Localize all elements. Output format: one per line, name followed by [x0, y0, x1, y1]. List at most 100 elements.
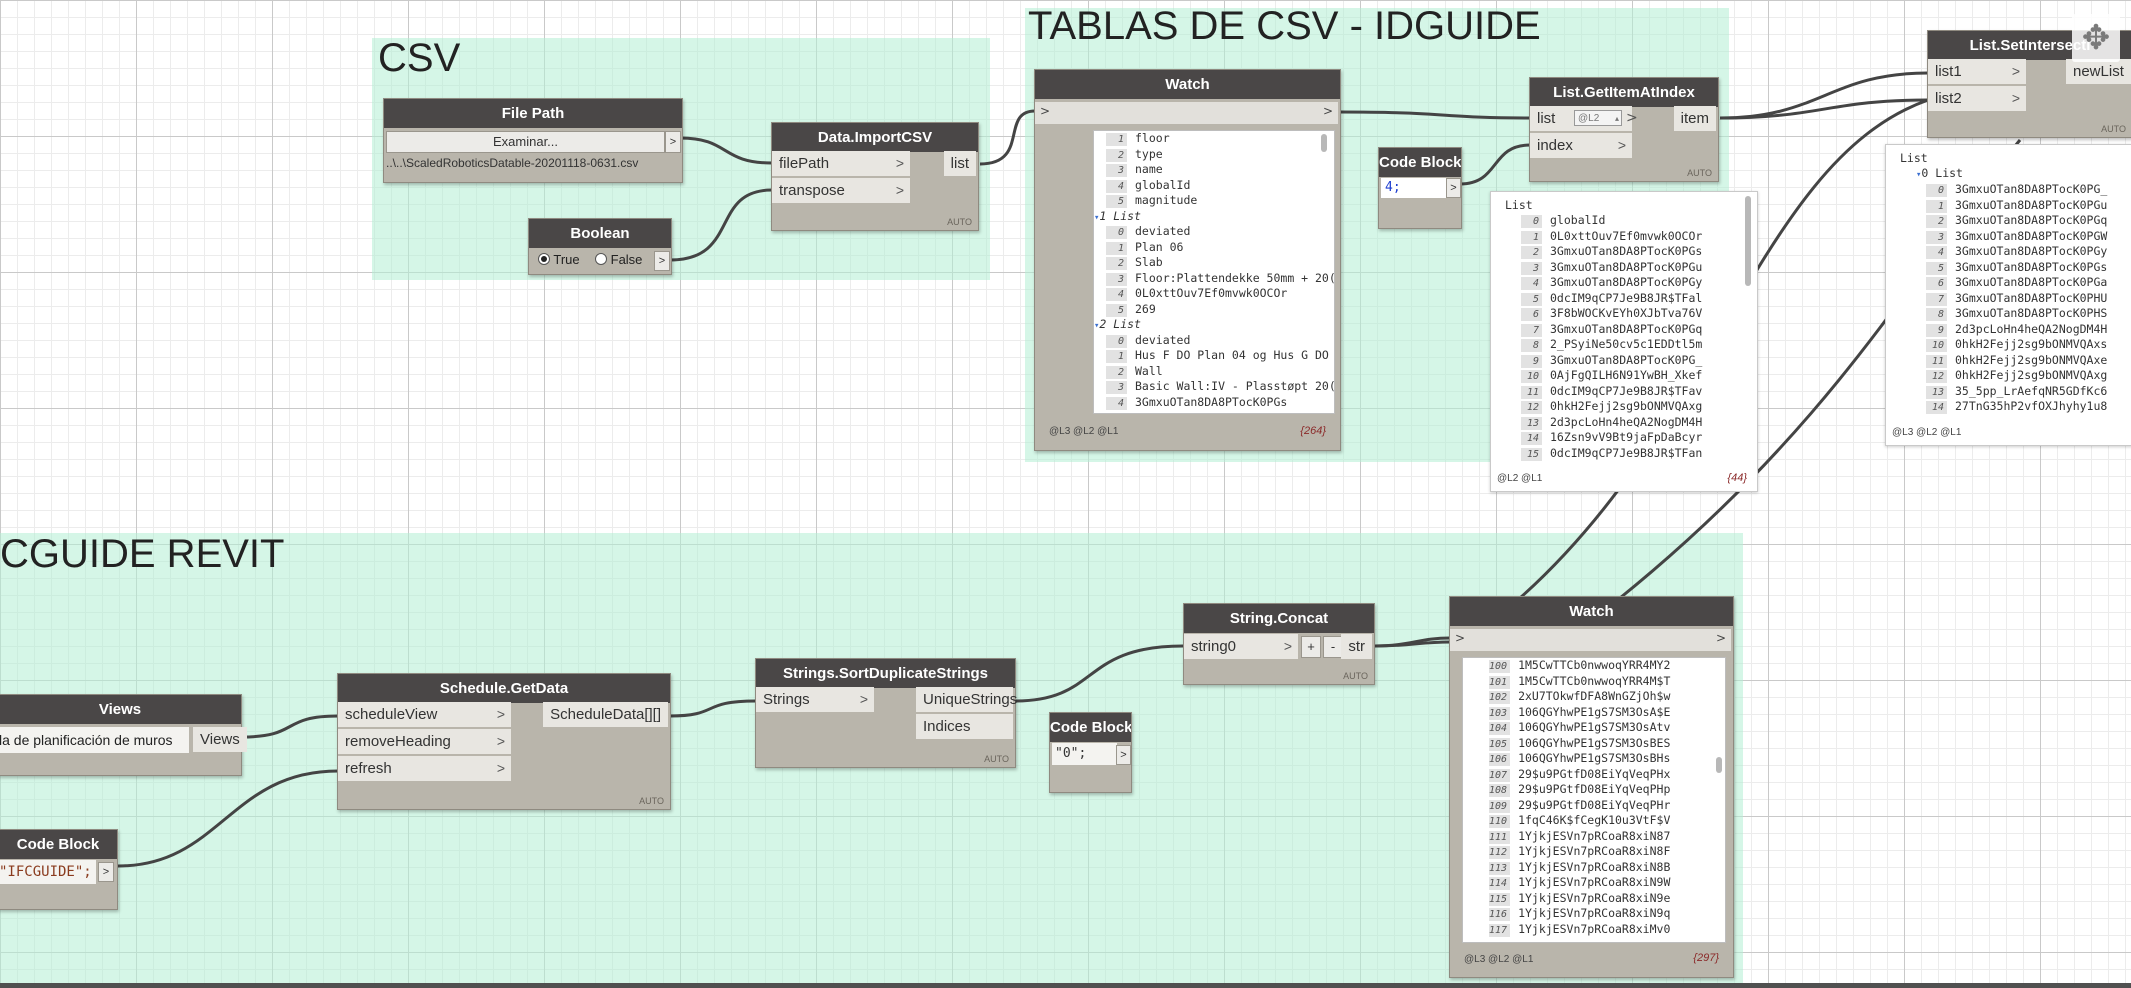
item-index: 109 [1489, 799, 1511, 813]
input-port-index[interactable]: index> [1530, 133, 1632, 158]
scrollbar[interactable] [1321, 134, 1327, 152]
input-port-list1[interactable]: list1> [1928, 59, 2026, 84]
move-icon[interactable]: ✥ [2072, 14, 2120, 62]
radio-false[interactable]: False [595, 252, 642, 267]
output-port-uniquestrings[interactable]: UniqueStrings [916, 687, 1017, 712]
wire-codeblock-getitem [1459, 143, 1531, 186]
output-port-newlist[interactable]: newList [2066, 59, 2131, 84]
node-strings-sortduplicatestrings[interactable]: Strings.SortDuplicateStrings Strings> Un… [755, 658, 1017, 768]
node-code-block-2[interactable]: Code Block "IFCGUIDE"; > [0, 829, 118, 910]
input-port-filepath[interactable]: filePath> [772, 151, 910, 176]
input-port-scheduleview[interactable]: scheduleView> [338, 702, 511, 727]
node-title: Data.ImportCSV [772, 123, 978, 152]
browse-button[interactable]: Examinar... [386, 131, 665, 153]
output-port-code[interactable]: > [1446, 178, 1461, 198]
code-editor[interactable]: "IFCGUIDE"; [0, 860, 96, 884]
item-index: 5 [1106, 195, 1127, 208]
item-value: globalId [1550, 213, 1606, 227]
node-schedule-getdata[interactable]: Schedule.GetData scheduleView> removeHea… [337, 673, 671, 810]
collapse-icon[interactable]: ▾ [1094, 321, 1100, 331]
radio-true-icon[interactable] [538, 253, 550, 265]
node-boolean[interactable]: Boolean True False > [528, 218, 672, 275]
item-index: 7 [1521, 323, 1542, 337]
item-value: 1YjkjESVn7pRCoaR8xiN8B [1518, 859, 1671, 874]
collapse-icon[interactable]: ▾ [1094, 212, 1100, 223]
list-item: 113 1YjkjESVn7pRCoaR8xiN8B [1463, 860, 1725, 876]
wire-filepath-importcsv [679, 136, 773, 165]
radio-true[interactable]: True [538, 252, 580, 267]
add-input-button[interactable]: + [1301, 636, 1321, 658]
node-string-concat[interactable]: String.Concat string0> + - str AUTO [1183, 603, 1375, 685]
item-index: 15 [1521, 447, 1542, 461]
remove-input-button[interactable]: - [1323, 636, 1343, 658]
item-index: 102 [1489, 691, 1511, 704]
node-views[interactable]: Views la de planificación de muros Views [0, 694, 247, 776]
radio-false-icon[interactable] [595, 253, 607, 265]
output-port-code[interactable]: > [98, 862, 114, 882]
input-port-strings[interactable]: Strings> [756, 687, 874, 712]
item-index: 113 [1489, 861, 1511, 875]
output-port-indices[interactable]: Indices [916, 714, 1013, 739]
output-port-list[interactable]: list [943, 151, 976, 176]
input-port-list2[interactable]: list2> [1928, 86, 2026, 111]
item-value: 3GmxuOTan8DA8PTocK0PGs [1550, 244, 1703, 258]
item-index: 103 [1489, 706, 1511, 720]
item-value: 106QGYhwPE1gS7SM3OsA$E [1518, 704, 1671, 719]
wire-views-schedule [241, 714, 339, 739]
output-port-item[interactable]: item [1673, 106, 1716, 131]
node-data-importcsv[interactable]: Data.ImportCSV filePath> transpose> list… [771, 122, 979, 231]
scrollbar[interactable] [1745, 196, 1751, 286]
item-index: 0 [1106, 334, 1127, 348]
item-value: 3GmxuOTan8DA8PTocK0PGq [1955, 213, 2108, 227]
input-port-watch1[interactable]: >> [1035, 102, 1338, 124]
list-item: ▾1 List [1094, 208, 1141, 223]
list-item: ▾2 List [1094, 317, 1141, 331]
code-editor[interactable]: 4; [1381, 178, 1447, 198]
output-port-views[interactable]: Views [193, 727, 247, 752]
item-value: 3GmxuOTan8DA8PTocK0PGy [1955, 244, 2108, 258]
item-index: 11 [1926, 354, 1947, 368]
input-port-transpose[interactable]: transpose> [772, 178, 910, 203]
scrollbar[interactable] [1716, 757, 1722, 773]
lacing-stepper[interactable]: @L2▴ [1574, 110, 1622, 126]
node-code-block-1[interactable]: Code Block 4; > [1378, 147, 1462, 229]
preview-sublist: ▾0 List [1916, 166, 1963, 180]
expand-icon[interactable]: ▾ [1916, 170, 1922, 180]
input-port-string0[interactable]: string0> [1184, 634, 1298, 659]
item-value: 1YjkjESVn7pRCoaR8xiN9W [1518, 875, 1671, 889]
output-port-filepath[interactable]: > [665, 131, 681, 153]
item-value: 106QGYhwPE1gS7SM3OsBES [1518, 735, 1671, 750]
item-index: 12 [1521, 401, 1542, 414]
output-port-str[interactable]: str [1341, 634, 1372, 659]
list-item: 103 106QGYhwPE1gS7SM3OsA$E [1463, 705, 1725, 721]
stepper-icon[interactable]: ▴ [1614, 114, 1619, 123]
input-port-watch4[interactable]: >> [1450, 629, 1731, 651]
views-dropdown[interactable]: la de planificación de muros [0, 727, 189, 753]
code-editor[interactable]: "0"; [1052, 743, 1117, 765]
group-title-ifcguide-revit: CGUIDE REVIT [0, 532, 285, 576]
node-file-path[interactable]: File Path Examinar... > ..\..\ScaledRobo… [383, 98, 683, 183]
node-code-block-3[interactable]: Code Block "0"; > [1049, 712, 1132, 793]
node-list-getitematindex[interactable]: List.GetItemAtIndex list @L2▴ > index> i… [1529, 77, 1719, 182]
output-port-boolean[interactable]: > [654, 251, 670, 271]
output-port-scheduledata[interactable]: ScheduleData[][] [543, 702, 668, 727]
input-port-refresh[interactable]: refresh> [338, 756, 511, 781]
output-port-code[interactable]: > [1116, 745, 1131, 765]
input-port-removeheading[interactable]: removeHeading> [338, 729, 511, 754]
